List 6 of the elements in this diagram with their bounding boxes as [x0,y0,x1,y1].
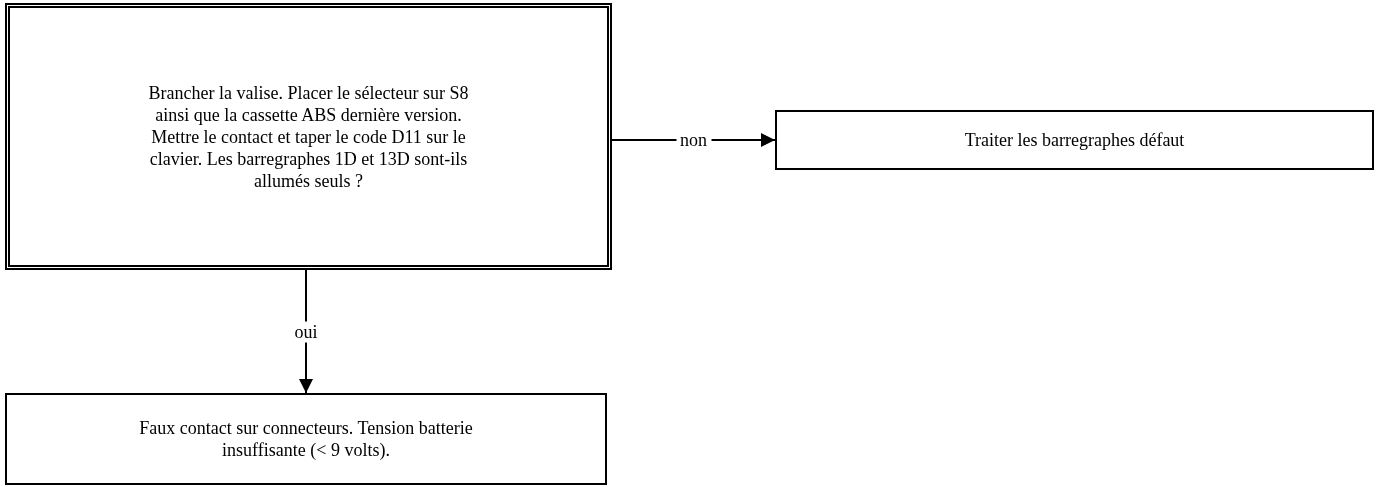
decision-box [5,3,612,270]
box-text: Traiter les barregraphes défaut [964,129,1185,151]
process-box [775,110,1374,170]
box-text: Faux contact sur connecteurs. Tension batterie insuffisante (< 9 volts). [138,417,474,461]
box-text: Brancher la valise. Placer le sélecteur sur S8 ainsi que la cassette ABS dernière version. Mettre le contact et taper le code D11 sur le clavier. Les barregraphes 1D et 13D sont-ils allumés seuls ? [147,81,470,192]
process-box [5,393,607,485]
